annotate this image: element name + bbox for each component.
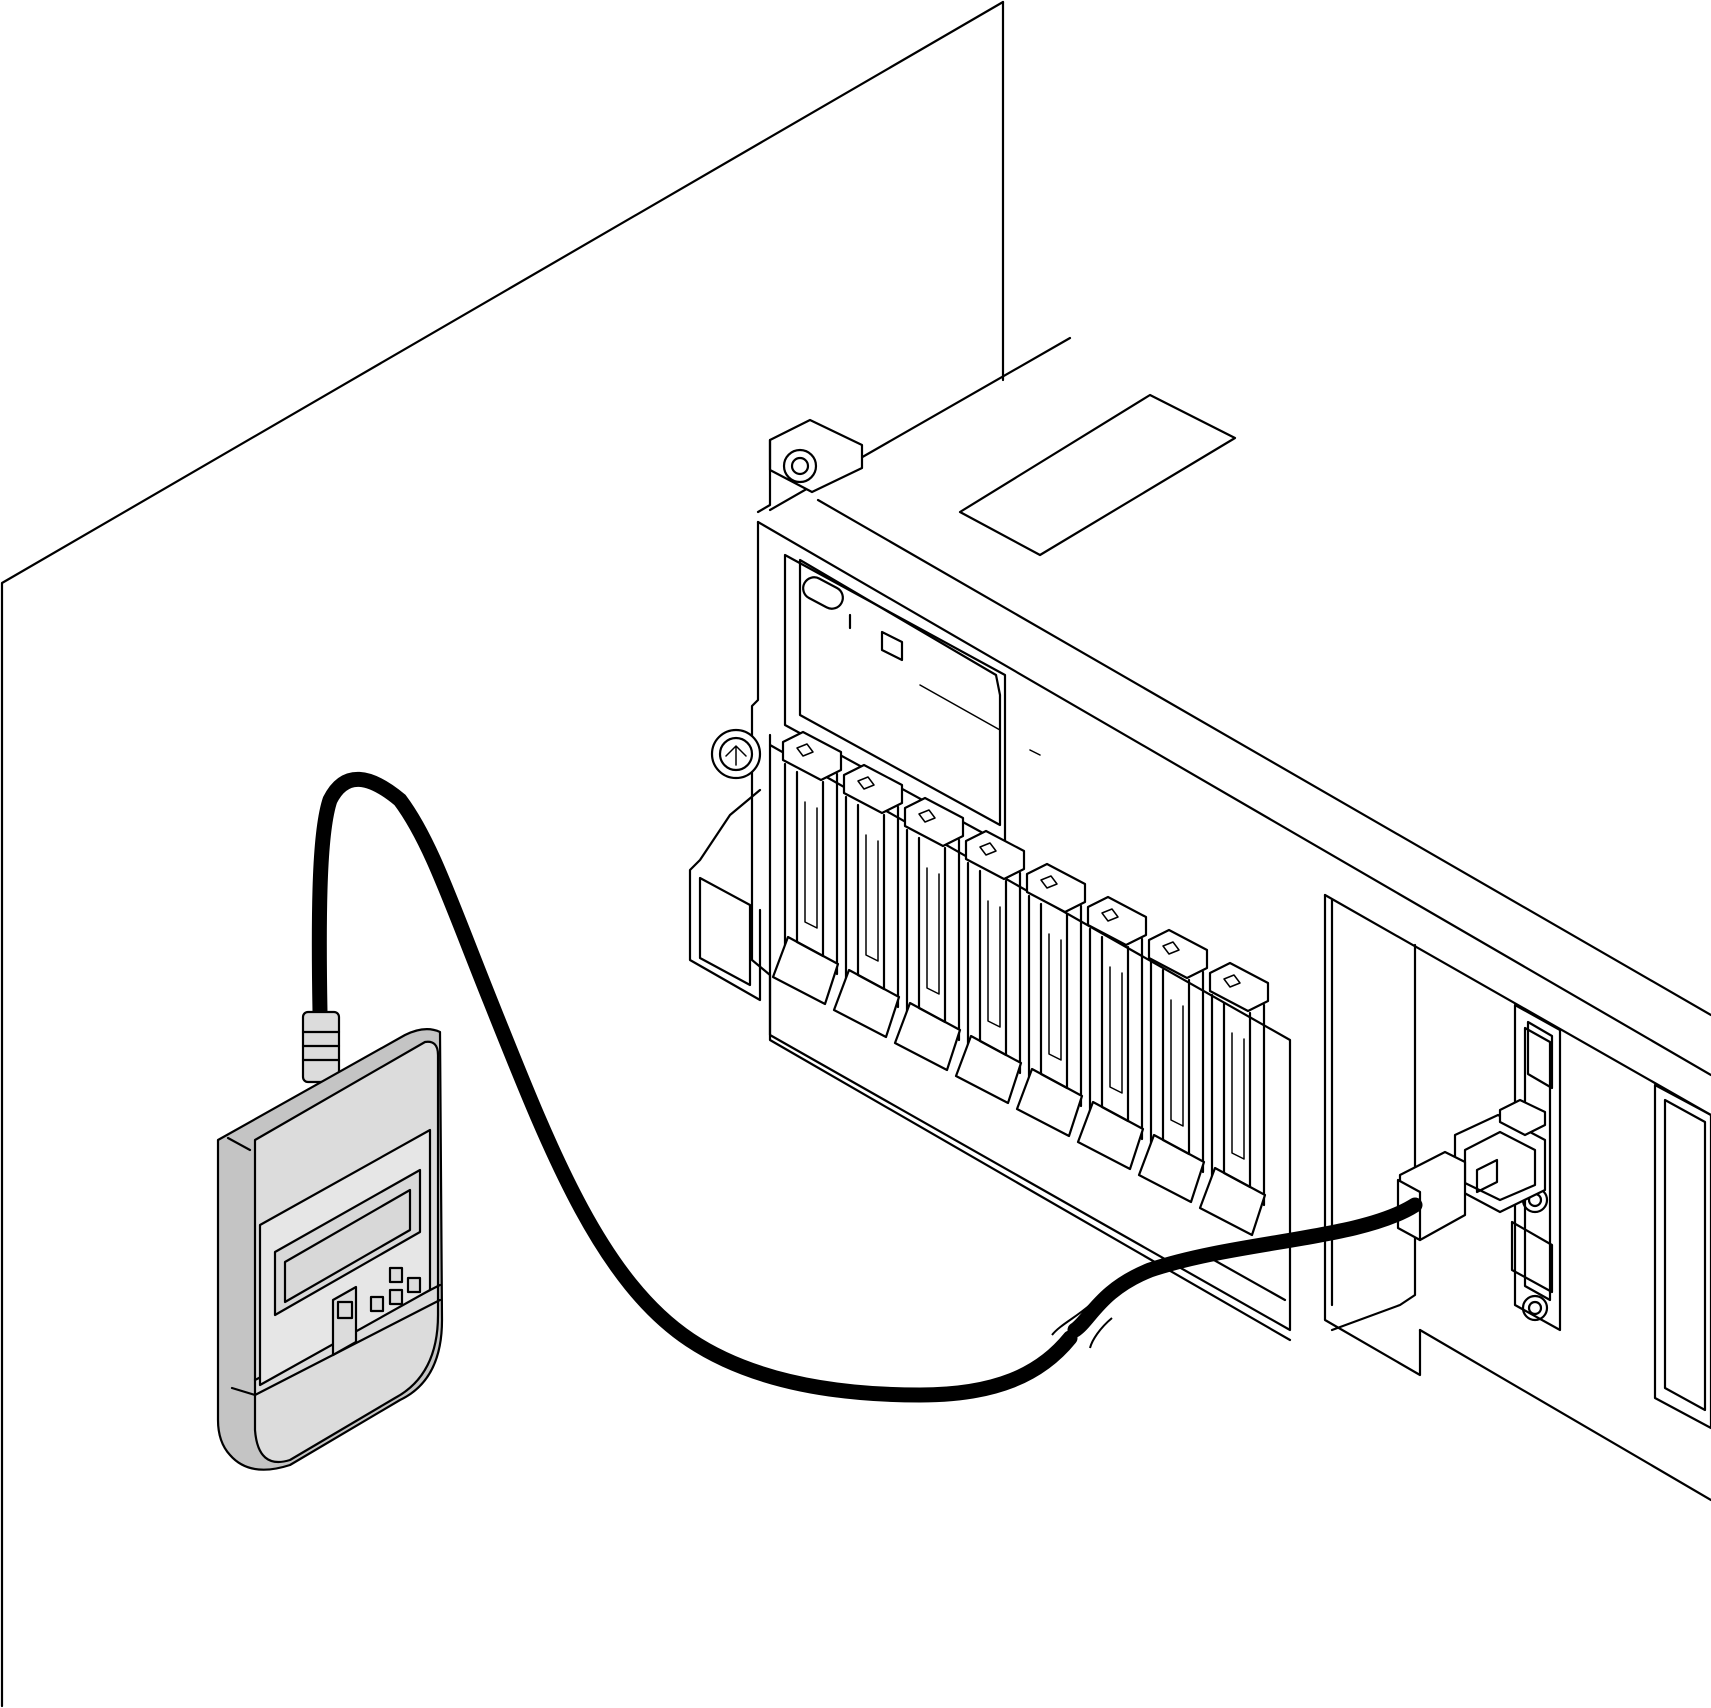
drive-bay-group <box>771 730 1270 1237</box>
eject-button-icon <box>802 576 844 610</box>
rack-ear-bracket <box>688 418 864 1002</box>
drive-bay <box>1198 961 1270 1237</box>
drive-bay <box>1015 862 1087 1138</box>
up-button-icon <box>388 1266 404 1284</box>
drive-bay <box>832 763 904 1039</box>
down-button-icon <box>388 1288 404 1306</box>
select-button-icon <box>336 1300 354 1320</box>
drive-bay <box>771 730 843 1006</box>
rack-server <box>688 336 1711 1502</box>
drive-bay <box>954 829 1026 1105</box>
drive-bay <box>893 796 965 1072</box>
left-button-icon <box>369 1295 385 1313</box>
usb-port-icon <box>1526 1020 1554 1090</box>
drive-bay <box>1076 895 1148 1171</box>
handset-button-group <box>331 1266 422 1357</box>
wall-panel <box>0 0 1005 1708</box>
diagnostics-handset <box>216 1010 444 1471</box>
cable-strain-relief <box>301 1010 341 1084</box>
handset-cable <box>311 771 1423 1403</box>
right-button-icon <box>406 1276 422 1294</box>
select-button-icon <box>331 1285 358 1357</box>
handset-connector <box>1396 1098 1547 1242</box>
drive-bay <box>1137 928 1209 1204</box>
vga-port-icon <box>1510 1186 1554 1322</box>
